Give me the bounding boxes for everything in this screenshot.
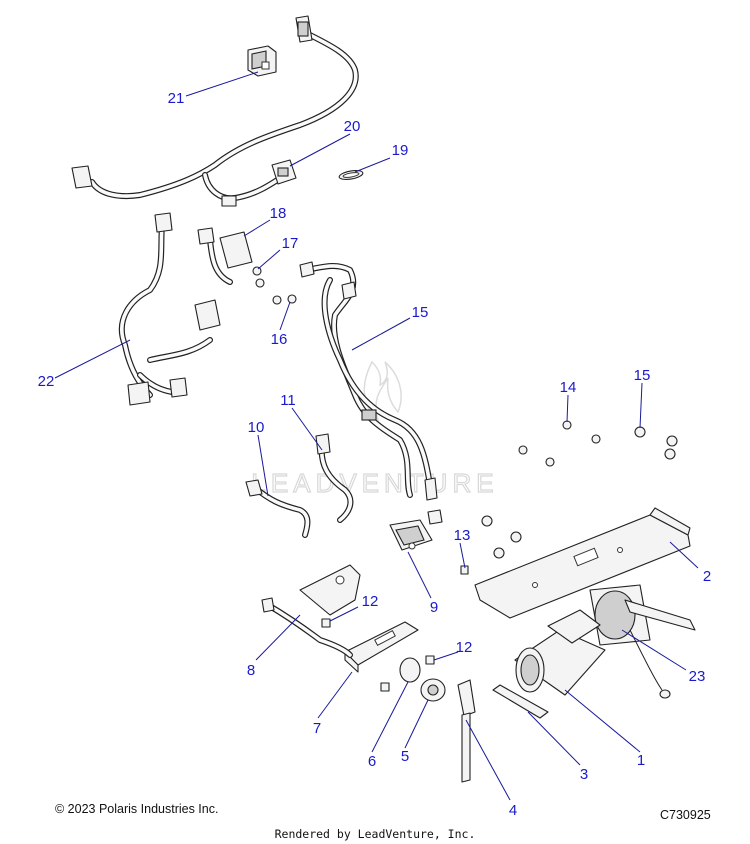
callout-7[interactable]: 7 xyxy=(313,720,321,737)
callout-12-upper[interactable]: 12 xyxy=(362,593,379,610)
part-24-winch-drum xyxy=(589,584,696,699)
part-18-screws xyxy=(252,266,265,288)
callout-11[interactable]: 11 xyxy=(280,392,296,409)
part-21-harness xyxy=(71,15,359,207)
callout-2[interactable]: 2 xyxy=(703,568,711,585)
watermark-text: LEADVENTURE xyxy=(251,468,498,498)
callout-21[interactable]: 20 xyxy=(344,118,361,135)
callout-16[interactable]: 15 xyxy=(412,304,429,321)
part-17-nuts xyxy=(272,294,297,305)
callout-24[interactable]: 23 xyxy=(689,668,706,685)
part-2-mount-plate xyxy=(474,507,691,619)
part-16-harness xyxy=(299,261,438,501)
callout-10[interactable]: 10 xyxy=(248,419,265,436)
callout-15[interactable]: 15 xyxy=(634,367,651,384)
part-1-winch-motor xyxy=(514,609,606,696)
callout-14[interactable]: 14 xyxy=(560,379,577,396)
callout-4[interactable]: 4 xyxy=(509,802,517,819)
callout-3[interactable]: 3 xyxy=(580,766,588,783)
part-22-connector xyxy=(247,45,277,77)
callout-18[interactable]: 17 xyxy=(282,235,299,252)
part-10-cable xyxy=(245,479,311,538)
callout-20[interactable]: 19 xyxy=(392,142,409,159)
footer: © 2023 Polaris Industries Inc. C730925 R… xyxy=(55,802,711,841)
rendered-by-text: Rendered by LeadVenture, Inc. xyxy=(275,827,476,841)
watermark: LEADVENTURE xyxy=(251,360,498,499)
part-19-module xyxy=(197,227,253,285)
part-8-bracket xyxy=(261,564,361,658)
callout-23[interactable]: 22 xyxy=(38,373,55,390)
part-6-bushing xyxy=(399,657,421,683)
part-23-harness xyxy=(118,212,221,406)
part-11-cable xyxy=(315,433,354,523)
callout-12-lower[interactable]: 12 xyxy=(456,639,473,656)
callout-6[interactable]: 6 xyxy=(368,753,376,770)
part-15-bolts xyxy=(634,426,678,460)
callout-1[interactable]: 1 xyxy=(637,752,645,769)
copyright-text: © 2023 Polaris Industries Inc. xyxy=(55,802,218,816)
part-14-screws xyxy=(518,420,601,467)
callout-19[interactable]: 18 xyxy=(270,205,287,222)
callout-17[interactable]: 16 xyxy=(271,331,288,348)
bracket-fasteners xyxy=(481,515,522,559)
part-5-roller xyxy=(420,678,446,702)
callout-9[interactable]: 9 xyxy=(430,599,438,616)
part-4-hook-strap xyxy=(457,679,476,783)
part-3-plate xyxy=(492,684,549,719)
diagram-code: C730925 xyxy=(660,808,711,822)
callout-5[interactable]: 5 xyxy=(401,748,409,765)
leader-lines xyxy=(54,71,699,801)
callout-22[interactable]: 21 xyxy=(168,90,185,107)
part-12-bolts xyxy=(321,618,435,692)
callout-8[interactable]: 8 xyxy=(247,662,255,679)
part-9-solenoid xyxy=(389,509,443,551)
callouts: 21 20 19 18 17 16 15 22 10 11 13 9 14 15… xyxy=(38,90,712,819)
callout-13[interactable]: 13 xyxy=(454,527,471,544)
part-20-clip xyxy=(338,169,364,181)
